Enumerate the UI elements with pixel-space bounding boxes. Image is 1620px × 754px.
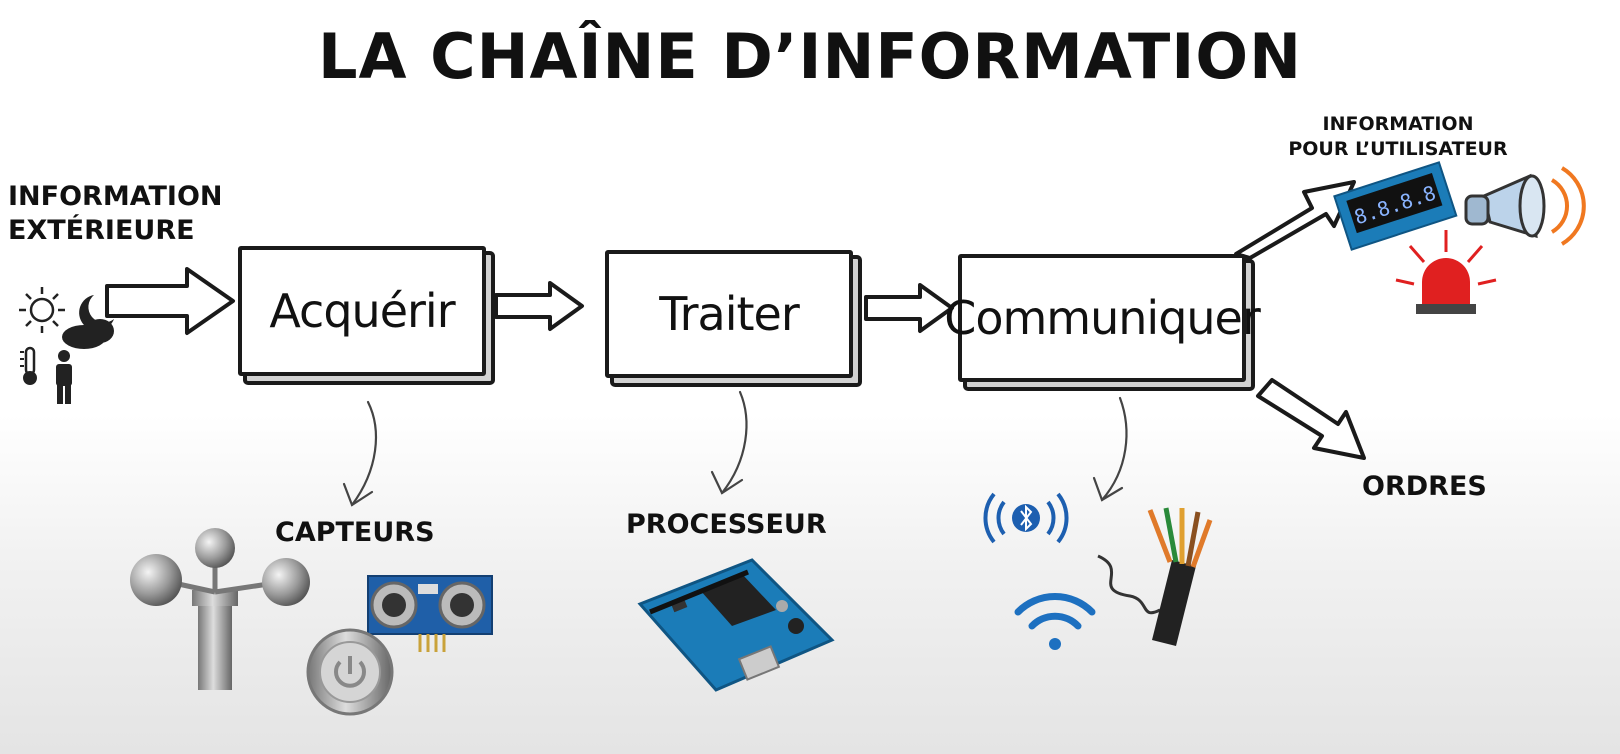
alarm-light-icon <box>1395 230 1497 314</box>
step-acquerir-label: Acquérir <box>269 284 455 338</box>
step-communiquer-label: Communiquer <box>944 291 1261 345</box>
acquire-to-process-arrow <box>494 281 584 331</box>
step-traiter-label: Traiter <box>659 287 799 341</box>
bluetooth-icon <box>983 492 1069 544</box>
wifi-icon <box>1014 593 1096 650</box>
person-icon <box>56 350 72 404</box>
cable-icon <box>1097 507 1213 646</box>
processeur-label: PROCESSEUR <box>626 509 827 540</box>
moon-cloud-icon <box>62 295 114 349</box>
input-label-line2: EXTÉRIEURE <box>8 215 195 246</box>
thermometer-icon <box>20 346 37 385</box>
step-traiter: Traiter <box>605 250 853 378</box>
output-label-line2: POUR L’UTILISATEUR <box>1288 138 1508 160</box>
capteurs-label: CAPTEURS <box>275 517 435 548</box>
acquire-connector <box>350 400 378 507</box>
orders-arrow <box>1256 378 1366 460</box>
communicate-connector <box>1100 396 1128 502</box>
input-label-line1: INFORMATION <box>8 181 223 212</box>
ordres-label: ORDRES <box>1362 471 1487 502</box>
input-arrow <box>105 267 235 335</box>
anemometer-icon <box>130 528 310 690</box>
step-acquerir: Acquérir <box>238 246 486 376</box>
arduino-board-icon <box>637 558 835 692</box>
diagram-title: LA CHAÎNE D’INFORMATION <box>318 20 1302 93</box>
step-communiquer: Communiquer <box>944 254 1261 382</box>
push-button-icon <box>306 628 394 716</box>
megaphone-icon <box>1464 166 1586 246</box>
seven-segment-display-icon <box>1333 161 1458 251</box>
output-label: INFORMATION POUR L’UTILISATEUR <box>1288 112 1508 162</box>
process-connector <box>720 390 748 495</box>
input-label: INFORMATION EXTÉRIEURE <box>8 180 223 248</box>
process-to-communicate-arrow <box>864 283 954 333</box>
communicate-connector-head <box>1092 476 1124 502</box>
process-connector-head <box>710 470 744 495</box>
ultrasonic-sensor-icon <box>367 575 493 652</box>
output-label-line1: INFORMATION <box>1322 113 1474 135</box>
acquire-connector-head <box>342 482 374 507</box>
sun-icon <box>19 287 65 333</box>
